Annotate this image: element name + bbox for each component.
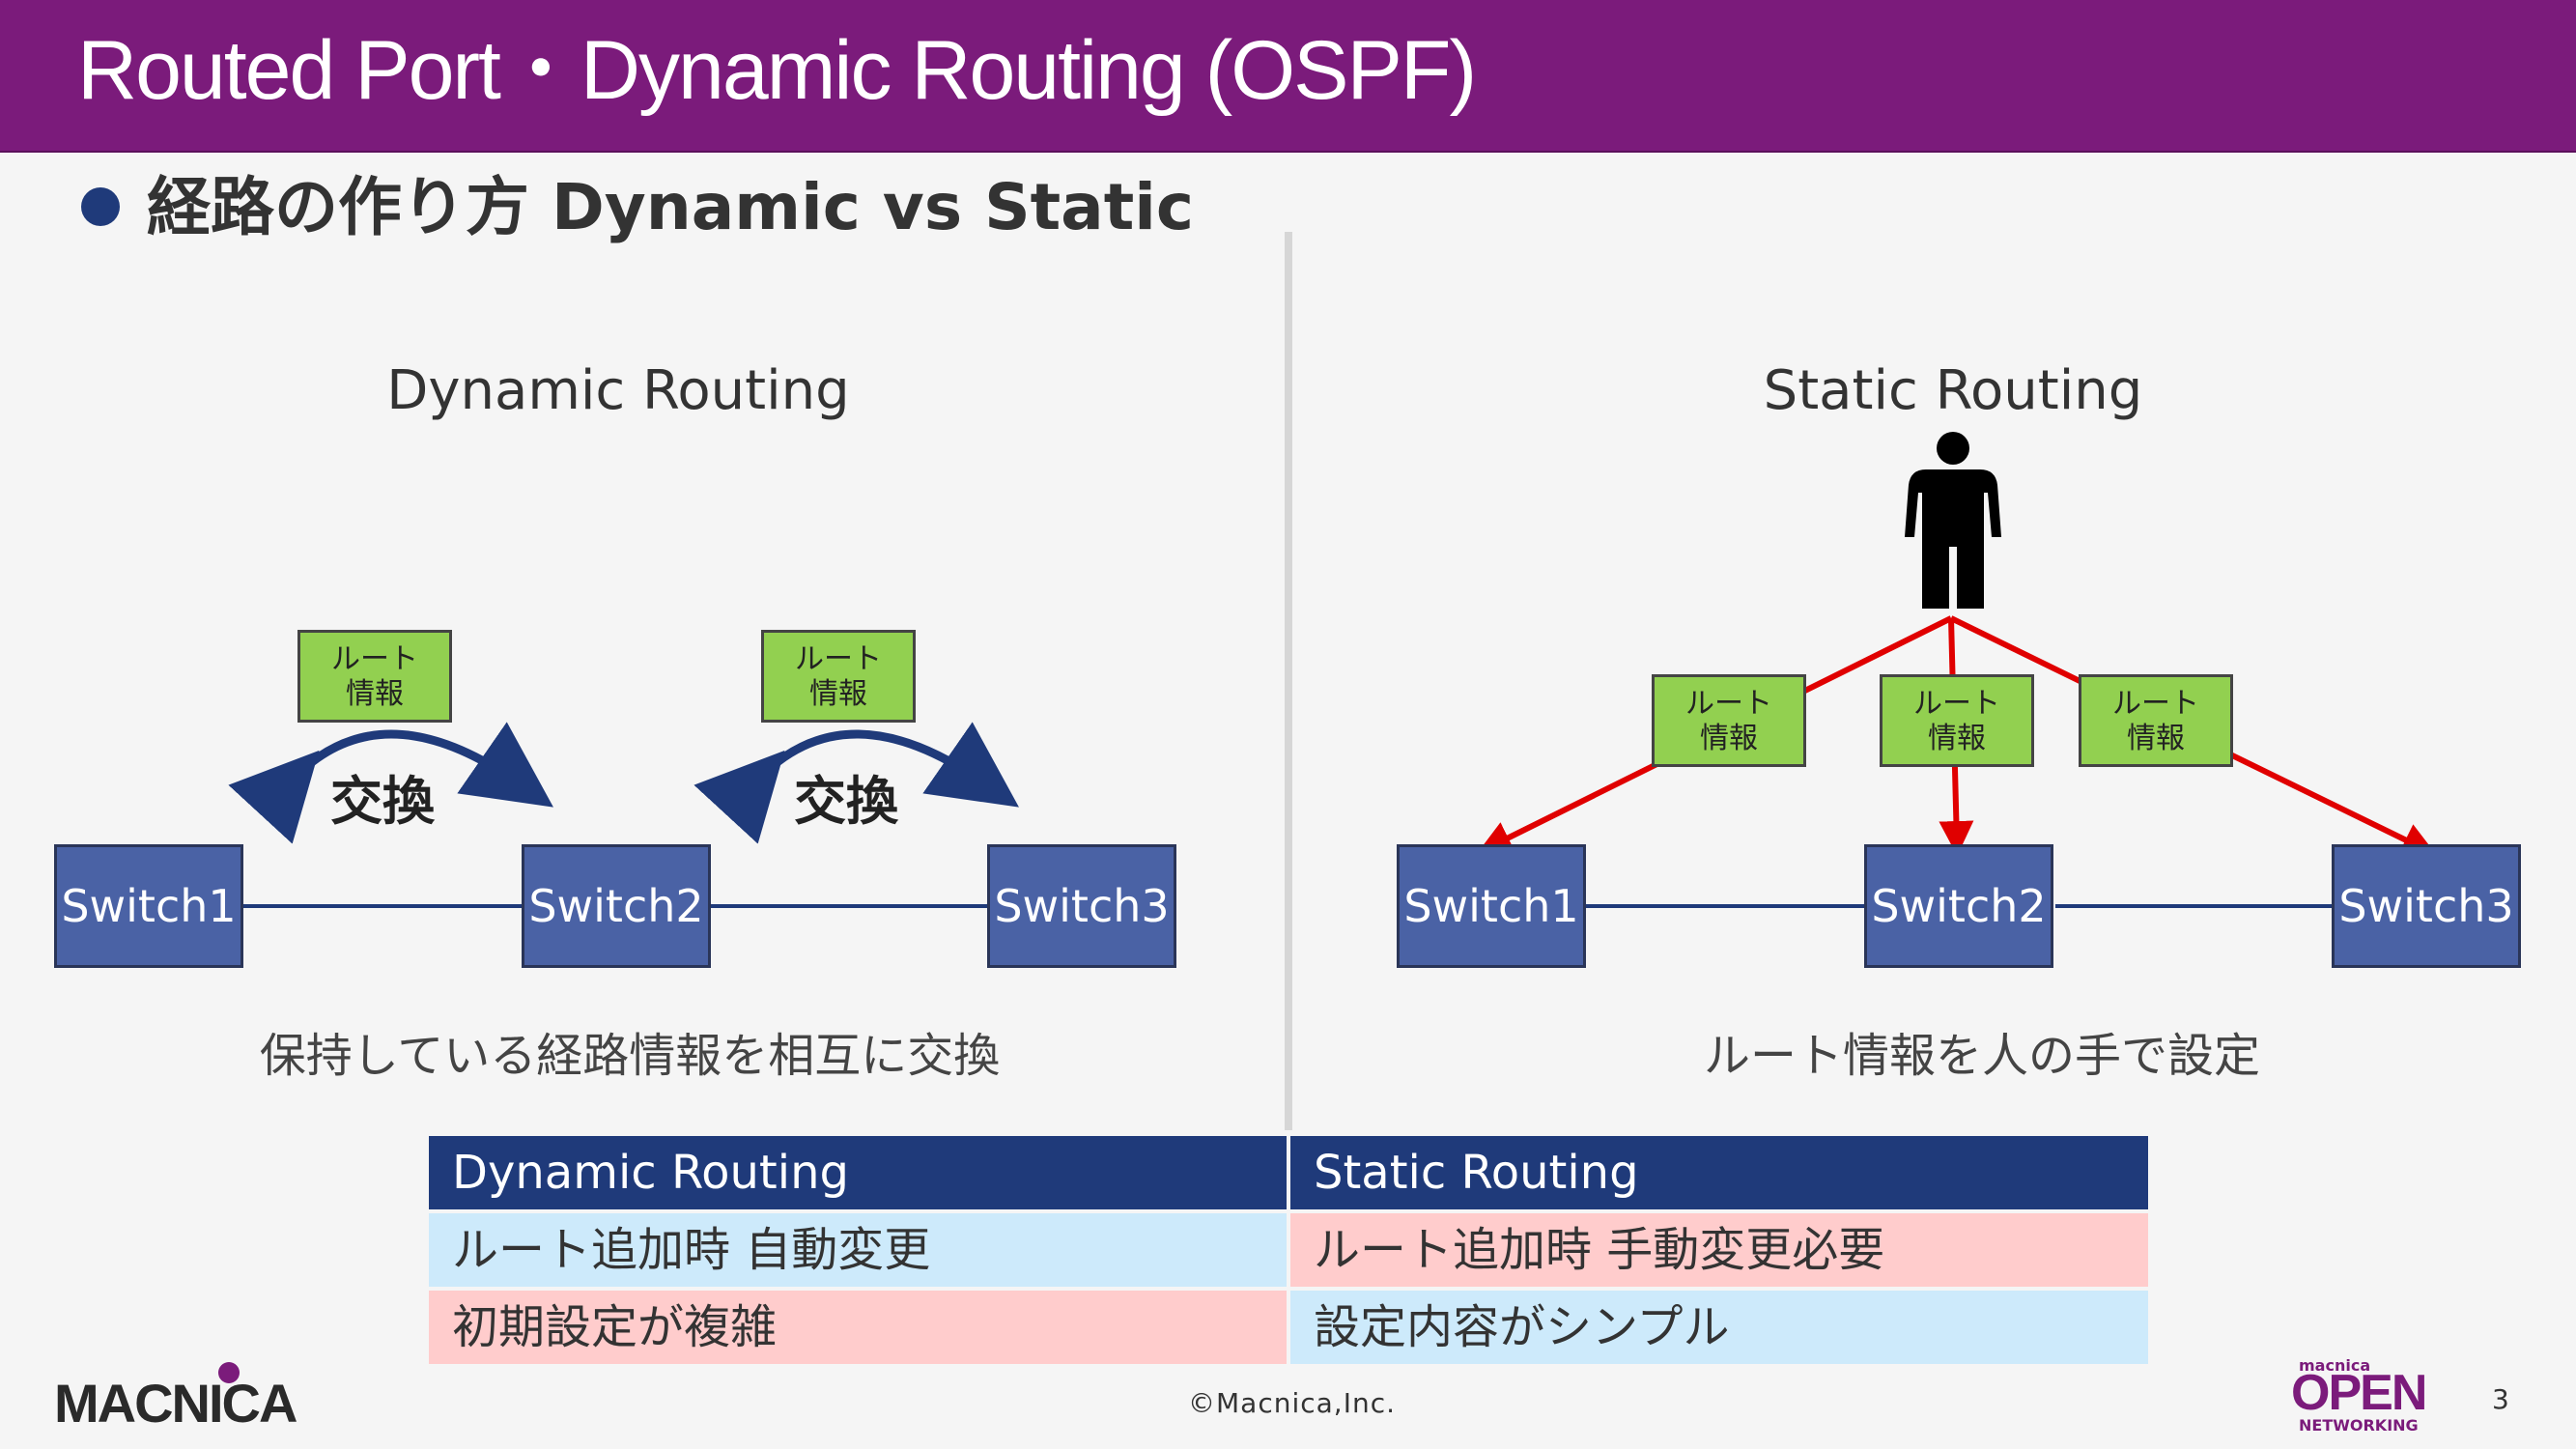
dynamic-caption: 保持している経路情報を相互に交換 bbox=[259, 1029, 1001, 1083]
route-info-label-line1: ルート bbox=[795, 642, 882, 676]
static-caption: ルート情報を人の手で設定 bbox=[1703, 1029, 2260, 1083]
dynamic-switch3: Switch3 bbox=[987, 844, 1176, 968]
table-header-dynamic: Dynamic Routing bbox=[429, 1136, 1287, 1209]
open-networking-logo: OPEN bbox=[2291, 1365, 2427, 1421]
exchange-label-1: 交換 bbox=[330, 771, 435, 832]
route-info-label-line2: 情報 bbox=[1700, 722, 1758, 755]
dynamic-route-info-2: ルート 情報 bbox=[761, 630, 916, 723]
route-info-label-line2: 情報 bbox=[1928, 722, 1986, 755]
static-route-info-3: ルート 情報 bbox=[2079, 674, 2233, 767]
route-info-label-line2: 情報 bbox=[346, 677, 404, 711]
table-cell: ルート追加時 手動変更必要 bbox=[1290, 1213, 2148, 1287]
static-route-info-1: ルート 情報 bbox=[1652, 674, 1806, 767]
title-bar bbox=[0, 0, 2576, 153]
route-info-label-line1: ルート bbox=[331, 642, 418, 676]
static-routing-title: Static Routing bbox=[1763, 359, 2143, 422]
static-switch1: Switch1 bbox=[1397, 844, 1586, 968]
route-info-label-line1: ルート bbox=[2112, 687, 2199, 721]
dynamic-switch1: Switch1 bbox=[54, 844, 243, 968]
slide-title: Routed Port・Dynamic Routing (OSPF) bbox=[77, 24, 1477, 117]
dynamic-routing-title: Dynamic Routing bbox=[386, 359, 850, 422]
table-header-static: Static Routing bbox=[1290, 1136, 2148, 1209]
route-info-label-line1: ルート bbox=[1685, 687, 1772, 721]
logo-dot-icon bbox=[218, 1362, 240, 1383]
table-cell: ルート追加時 自動変更 bbox=[429, 1213, 1287, 1287]
person-icon bbox=[1905, 432, 2001, 609]
exchange-label-2: 交換 bbox=[794, 771, 898, 832]
static-switch2: Switch2 bbox=[1864, 844, 2053, 968]
section-divider bbox=[1285, 232, 1292, 1130]
static-route-info-2: ルート 情報 bbox=[1880, 674, 2034, 767]
route-info-label-line2: 情報 bbox=[809, 677, 867, 711]
open-networking-logo-brand: macnica bbox=[2299, 1356, 2371, 1375]
open-networking-logo-subtitle: NETWORKING bbox=[2299, 1416, 2419, 1435]
macnica-logo: MACNICA bbox=[54, 1373, 297, 1434]
route-info-label-line2: 情報 bbox=[2127, 722, 2185, 755]
copyright-text: ©Macnica,Inc. bbox=[1188, 1387, 1396, 1419]
exchange-arc-right bbox=[694, 722, 1019, 844]
route-info-label-line1: ルート bbox=[1913, 687, 2000, 721]
table-cell: 初期設定が複雑 bbox=[429, 1291, 1287, 1364]
bullet-dot-icon bbox=[81, 187, 120, 226]
static-switch3: Switch3 bbox=[2332, 844, 2521, 968]
dynamic-switch2: Switch2 bbox=[522, 844, 711, 968]
exchange-arc-left bbox=[228, 722, 553, 844]
table-cell: 設定内容がシンプル bbox=[1290, 1291, 2148, 1364]
bullet-heading: 経路の作り方 Dynamic vs Static bbox=[147, 170, 1195, 244]
page-number: 3 bbox=[2492, 1383, 2509, 1415]
dynamic-route-info-1: ルート 情報 bbox=[297, 630, 452, 723]
